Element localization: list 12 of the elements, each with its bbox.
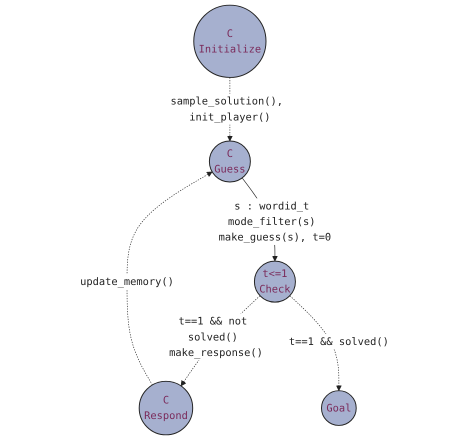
edge-label: s : wordid_t mode_filter(s) make_guess(s), t=0 bbox=[218, 200, 332, 243]
node-circle bbox=[254, 260, 296, 303]
arrow bbox=[290, 295, 342, 391]
edge-label: t==1 && solved() bbox=[288, 335, 389, 348]
edge-label: sample_solution(), init_player() bbox=[170, 94, 284, 123]
node-circle bbox=[193, 4, 266, 78]
arrow bbox=[126, 172, 212, 386]
node-circle bbox=[321, 390, 357, 426]
edge-label: update_memory() bbox=[80, 275, 174, 288]
node-circle bbox=[138, 380, 194, 436]
edge-label: t==1 && not solved() make_response() bbox=[169, 314, 263, 358]
node-circle bbox=[208, 140, 251, 182]
